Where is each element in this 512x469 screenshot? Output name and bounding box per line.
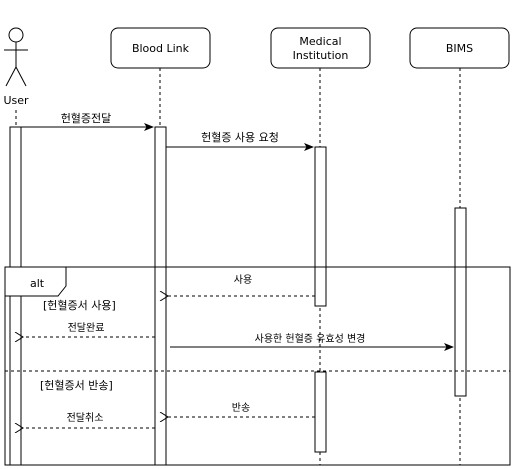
user-actor: User (3, 27, 29, 107)
message-label-6: 반송 (232, 402, 250, 414)
bims-label: BIMS (446, 42, 473, 55)
alt-operator-label: alt (30, 277, 45, 290)
alt-guard-use: [헌혈증서 사용] (43, 298, 116, 312)
alt-guard-return: [헌혈증서 반송] (40, 378, 113, 392)
message-label-5: 사용한 헌혈증 유효성 변경 (255, 332, 366, 345)
medical-institution-box (270, 27, 371, 69)
blood-link-label: Blood Link (132, 42, 190, 55)
user-label: User (3, 94, 29, 107)
medical-institution-activation-1 (314, 146, 327, 307)
alt-fragment-tag (4, 266, 67, 297)
actor-right-leg (15, 66, 27, 87)
medical-institution-label-line1: Medical (299, 35, 341, 48)
blood-link-activation (154, 126, 167, 466)
actor-head (8, 27, 24, 43)
message-label-4: 전달완료 (68, 322, 105, 334)
message-label-3: 사용 (234, 274, 252, 286)
message-label-7: 전달취소 (67, 412, 104, 424)
bims-activation (454, 207, 467, 397)
medical-institution-label-line2: Institution (293, 49, 349, 62)
actor-left-leg (5, 66, 17, 87)
message-label-1: 헌혈증전달 (61, 111, 112, 125)
alt-fragment-frame (4, 266, 511, 466)
medical-institution-activation-2 (314, 371, 327, 453)
message-label-2: 헌혈증 사용 요청 (201, 130, 279, 144)
